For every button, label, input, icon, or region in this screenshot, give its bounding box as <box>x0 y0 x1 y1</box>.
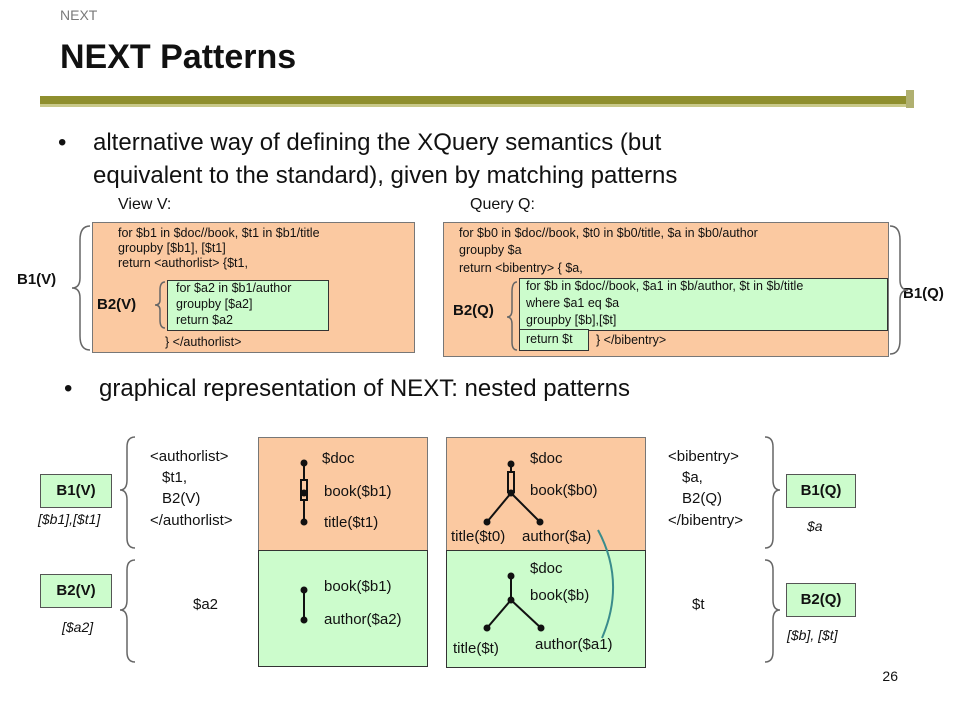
left-b2-bracket <box>119 559 136 663</box>
left-b2-group: [$a2] <box>62 619 94 635</box>
join-link <box>597 529 615 639</box>
title-underline <box>40 96 914 104</box>
query-closing: } </bibentry> <box>596 333 667 347</box>
query-b2-label: B2(Q) <box>453 302 494 319</box>
left-b2-template: $a2 <box>193 596 219 613</box>
edge-book-title-q <box>486 492 512 523</box>
view-inner-line-2: groupby [$a2] <box>176 297 253 311</box>
vp-doc: $doc <box>322 450 355 467</box>
view-inner-line-1: for $a2 in $b1/author <box>176 281 292 295</box>
qp-author: author($a) <box>522 528 592 545</box>
right-b1-box: B1(Q) <box>786 474 856 508</box>
page-number: 26 <box>882 668 898 684</box>
section-label: NEXT <box>60 7 98 23</box>
qp-doc: $doc <box>530 450 563 467</box>
right-b2-group: [$b], [$t] <box>787 627 838 643</box>
right-template-2: $a, <box>682 469 703 486</box>
qp2-title: title($t) <box>453 640 499 657</box>
query-caption: Query Q: <box>470 196 535 213</box>
view-b1-label: B1(V) <box>17 271 57 288</box>
vp-book: book($b1) <box>324 483 392 500</box>
node-doc-q <box>507 460 515 468</box>
node-title-q <box>483 518 491 526</box>
left-b1-bracket <box>119 436 136 549</box>
view-outer-brace <box>71 225 91 351</box>
qp-title: title($t0) <box>451 528 506 545</box>
left-template-1: <authorlist> <box>150 448 229 465</box>
node-book-v2 <box>300 586 308 594</box>
bullet-dot: • <box>64 375 73 402</box>
query-line-2: groupby $a <box>459 243 522 257</box>
query-pattern-top-box <box>446 437 646 552</box>
view-inner-brace <box>154 281 166 329</box>
edge-book-author-q <box>510 492 541 523</box>
view-caption: View V: <box>118 196 172 213</box>
node-book-v <box>300 489 308 497</box>
double-edge-q <box>507 471 515 493</box>
slide-title: NEXT Patterns <box>60 38 297 76</box>
view-line-2: groupby [$b1], [$t1] <box>118 241 226 255</box>
node-title-v <box>300 518 308 526</box>
query-line-3: return <bibentry> { $a, <box>459 261 583 275</box>
edge-book-title-q2 <box>486 599 512 629</box>
query-line-1: for $b0 in $doc//book, $t0 in $b0/title,… <box>459 226 758 240</box>
right-b1-bracket <box>764 436 781 549</box>
view-pattern-bottom-box <box>258 550 428 667</box>
vp2-book: book($b1) <box>324 578 392 595</box>
vp-title: title($t1) <box>324 514 379 531</box>
left-template-2: $t1, <box>162 469 188 486</box>
left-b1-box: B1(V) <box>40 474 112 508</box>
query-code-box: for $b0 in $doc//book, $t0 in $b0/title,… <box>443 222 889 357</box>
bullet-2-line1: graphical representation of NEXT: nested… <box>99 375 630 402</box>
query-inner-line-2: where $a1 eq $a <box>526 296 620 310</box>
view-line-3: return <authorlist> {$t1, <box>118 256 248 270</box>
vp2-author: author($a2) <box>324 611 402 628</box>
left-template-4: </authorlist> <box>150 512 233 529</box>
query-inner-line-4: return $t <box>526 332 573 346</box>
right-template-1: <bibentry> <box>668 448 739 465</box>
bullet-1-line2: equivalent to the standard), given by ma… <box>93 162 678 189</box>
node-doc-q2 <box>507 572 515 580</box>
left-template-3: B2(V) <box>162 490 201 507</box>
node-doc-v <box>300 459 308 467</box>
node-author-q2 <box>537 624 545 632</box>
view-inner-line-3: return $a2 <box>176 313 233 327</box>
view-b2-label: B2(V) <box>97 296 137 313</box>
title-underline-tick <box>906 90 914 108</box>
right-template-4: </bibentry> <box>668 512 744 529</box>
title-underline-light <box>40 104 914 107</box>
query-inner-line-1: for $b in $doc//book, $a1 in $b/author, … <box>526 279 804 293</box>
left-b1-group: [$b1],[$t1] <box>38 511 101 527</box>
view-line-1: for $b1 in $doc//book, $t1 in $b1/title <box>118 226 320 240</box>
qp2-author: author($a1) <box>535 636 613 653</box>
node-author-q <box>536 518 544 526</box>
right-b2-template: $t <box>692 596 705 613</box>
bullet-dot: • <box>58 129 67 156</box>
view-inner-box: for $a2 in $b1/author groupby [$a2] retu… <box>167 280 329 331</box>
node-book-q2 <box>507 596 515 604</box>
edge-book-author-q2 <box>510 599 542 629</box>
right-template-3: B2(Q) <box>682 490 723 507</box>
node-book-q <box>507 489 515 497</box>
qp2-book: book($b) <box>530 587 590 604</box>
left-b2-box: B2(V) <box>40 574 112 608</box>
bullet-1-line1: alternative way of defining the XQuery s… <box>93 129 662 156</box>
query-outer-brace <box>889 225 909 355</box>
query-inner-line-3: groupby [$b],[$t] <box>526 313 617 327</box>
qp2-doc: $doc <box>530 560 563 577</box>
right-b2-box: B2(Q) <box>786 583 856 617</box>
query-return-box: return $t <box>519 329 589 351</box>
node-title-q2 <box>483 624 491 632</box>
right-b1-group: $a <box>807 518 823 534</box>
qp-book: book($b0) <box>530 482 598 499</box>
query-b1-label: B1(Q) <box>903 285 944 302</box>
node-author-v2 <box>300 616 308 624</box>
query-inner-box: for $b in $doc//book, $a1 in $b/author, … <box>519 278 888 331</box>
view-closing: } </authorlist> <box>165 335 242 349</box>
right-b2-bracket <box>764 559 781 663</box>
query-inner-brace <box>506 281 518 351</box>
